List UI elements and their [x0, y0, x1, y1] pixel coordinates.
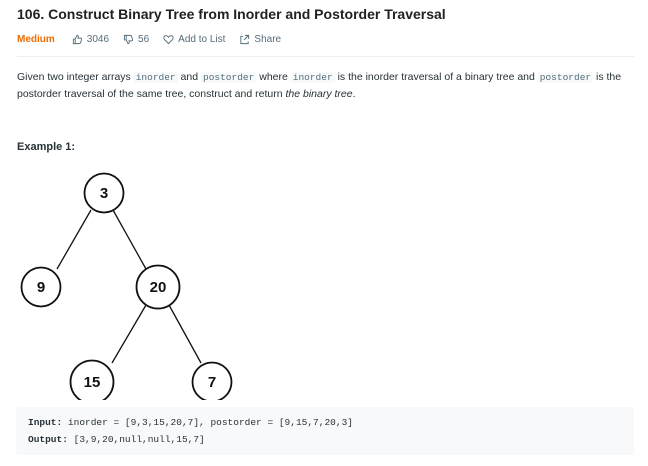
- binary-tree-diagram: 3 9 20 15 7: [20, 172, 233, 400]
- thumbs-up-icon: [72, 34, 82, 44]
- tree-node-label: 15: [84, 374, 101, 391]
- emphasis-text: the binary tree: [285, 88, 353, 100]
- add-to-list-label: Add to List: [178, 33, 226, 45]
- problem-title: 106. Construct Binary Tree from Inorder …: [17, 6, 446, 22]
- dislike-button[interactable]: 56: [123, 34, 149, 45]
- like-count: 3046: [86, 33, 110, 45]
- tree-node-label: 20: [150, 279, 167, 296]
- difficulty-label: Medium: [17, 33, 55, 45]
- thumbs-down-icon: [123, 34, 134, 44]
- example-output-line: Output: [3,9,20,null,null,15,7]: [28, 434, 205, 445]
- share-button[interactable]: Share: [239, 34, 281, 45]
- output-label: Output:: [28, 434, 68, 445]
- problem-description: Given two integer arrays inorder and pos…: [17, 71, 622, 100]
- inline-code: postorder: [201, 72, 257, 83]
- tree-edge: [111, 304, 147, 364]
- heart-icon: [163, 34, 174, 44]
- share-icon: [240, 34, 250, 44]
- tree-node-circle: [135, 264, 181, 310]
- input-value: inorder = [9,3,15,20,7], postorder = [9,…: [62, 417, 353, 428]
- tree-node-label: 7: [208, 374, 216, 391]
- tree-node-circle: [20, 266, 62, 308]
- tree-edge: [168, 304, 202, 364]
- inline-code: inorder: [290, 72, 335, 83]
- problem-meta-bar: Medium 3046 56 Add to List Share: [17, 32, 295, 46]
- inline-code: postorder: [537, 72, 594, 83]
- tree-node-circle: [83, 172, 125, 214]
- header-divider: [17, 56, 634, 57]
- tree-node-label: 3: [100, 185, 108, 202]
- tree-node-circle: [69, 359, 115, 400]
- tree-node-circle: [191, 361, 233, 400]
- share-label: Share: [254, 33, 282, 45]
- dislike-count: 56: [138, 33, 150, 45]
- input-label: Input:: [28, 417, 63, 428]
- tree-node-label: 9: [37, 279, 45, 296]
- output-value: [3,9,20,null,null,15,7]: [67, 434, 205, 445]
- like-button[interactable]: 3046: [72, 34, 109, 45]
- inline-code: inorder: [133, 72, 178, 83]
- add-to-list-button[interactable]: Add to List: [163, 34, 225, 45]
- tree-edge: [56, 209, 92, 270]
- tree-edge: [112, 209, 147, 270]
- example-title: Example 1:: [17, 141, 76, 153]
- example-input-line: Input: inorder = [9,3,15,20,7], postorde…: [28, 417, 353, 428]
- example-io-block: Input: inorder = [9,3,15,20,7], postorde…: [16, 407, 634, 455]
